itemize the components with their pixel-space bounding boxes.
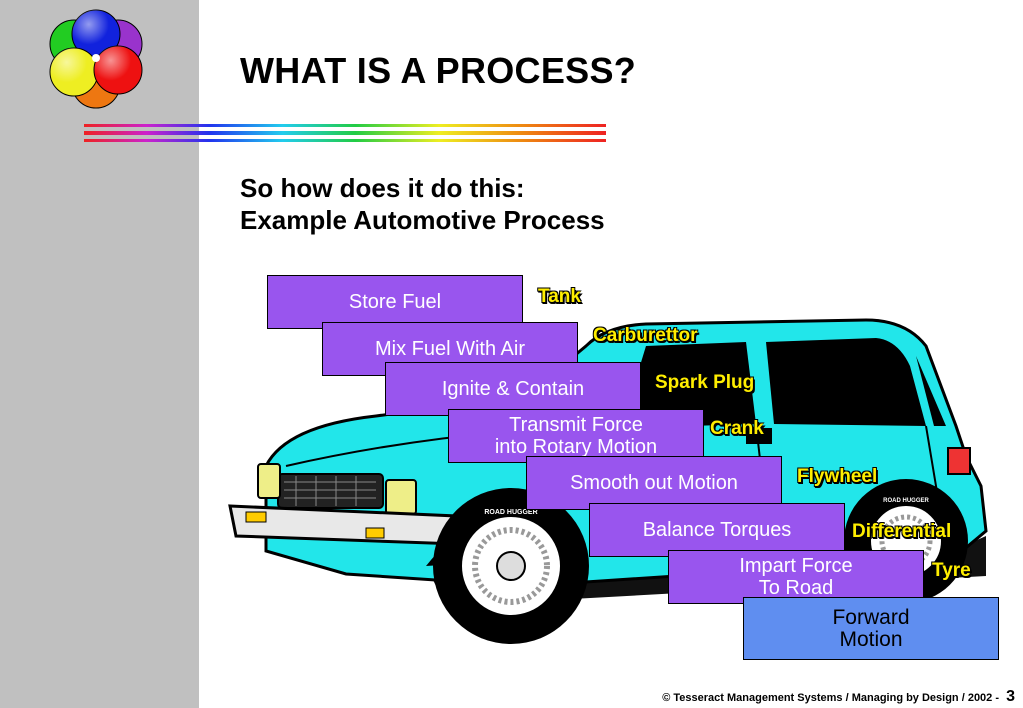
component-flywheel: Flywheel — [797, 466, 878, 487]
step-impart-force: Impart Force To Road — [668, 550, 924, 604]
step-transmit-force: Transmit Force into Rotary Motion — [448, 409, 704, 463]
step-label: Mix Fuel With Air — [374, 338, 526, 360]
step-forward-motion: Forward Motion — [743, 597, 999, 660]
step-balance-torques: Balance Torques — [589, 503, 845, 557]
step-ignite-contain: Ignite & Contain — [385, 362, 641, 416]
footer-separator: - — [995, 692, 1000, 704]
step-label-line-2: Motion — [839, 627, 903, 651]
page-title: WHAT IS A PROCESS? — [240, 50, 637, 91]
subtitle-line-2: Example Automotive Process — [240, 205, 605, 235]
color-spheres-logo-icon — [49, 9, 143, 109]
step-label-line-1: Impart Force — [739, 555, 853, 577]
component-carburettor: Carburettor — [593, 325, 698, 346]
tyre-brand-front: ROAD HUGGER — [484, 509, 537, 516]
footer-copyright: © Tesseract Management Systems / Managin… — [662, 692, 993, 704]
step-store-fuel: Store Fuel — [267, 275, 523, 329]
component-spark-plug: Spark Plug — [655, 372, 755, 393]
component-tank: Tank — [538, 286, 581, 307]
subtitle: So how does it do this: Example Automoti… — [240, 172, 605, 236]
component-differential: Differential — [852, 521, 952, 542]
page-number: 3 — [1006, 688, 1015, 705]
component-tyre: Tyre — [932, 560, 971, 581]
footer: © Tesseract Management Systems / Managin… — [662, 688, 1015, 706]
component-crank: Crank — [710, 418, 764, 439]
step-label: Store Fuel — [348, 291, 442, 313]
step-smooth-out-motion: Smooth out Motion — [526, 456, 782, 510]
subtitle-line-1: So how does it do this: — [240, 173, 525, 203]
tyre-brand-rear: ROAD HUGGER — [883, 498, 929, 504]
step-label: Balance Torques — [642, 519, 792, 541]
rainbow-divider — [84, 124, 606, 142]
step-label-line-1: Forward — [832, 605, 910, 629]
front-wheel-icon: ROAD HUGGER — [433, 488, 589, 644]
step-label-line-1: Transmit Force — [509, 414, 643, 436]
step-label-line-2: into Rotary Motion — [494, 436, 658, 458]
step-label-line-2: To Road — [758, 577, 834, 599]
step-label: Ignite & Contain — [441, 378, 585, 400]
step-label: Smooth out Motion — [570, 472, 738, 494]
left-sidebar — [0, 0, 199, 708]
